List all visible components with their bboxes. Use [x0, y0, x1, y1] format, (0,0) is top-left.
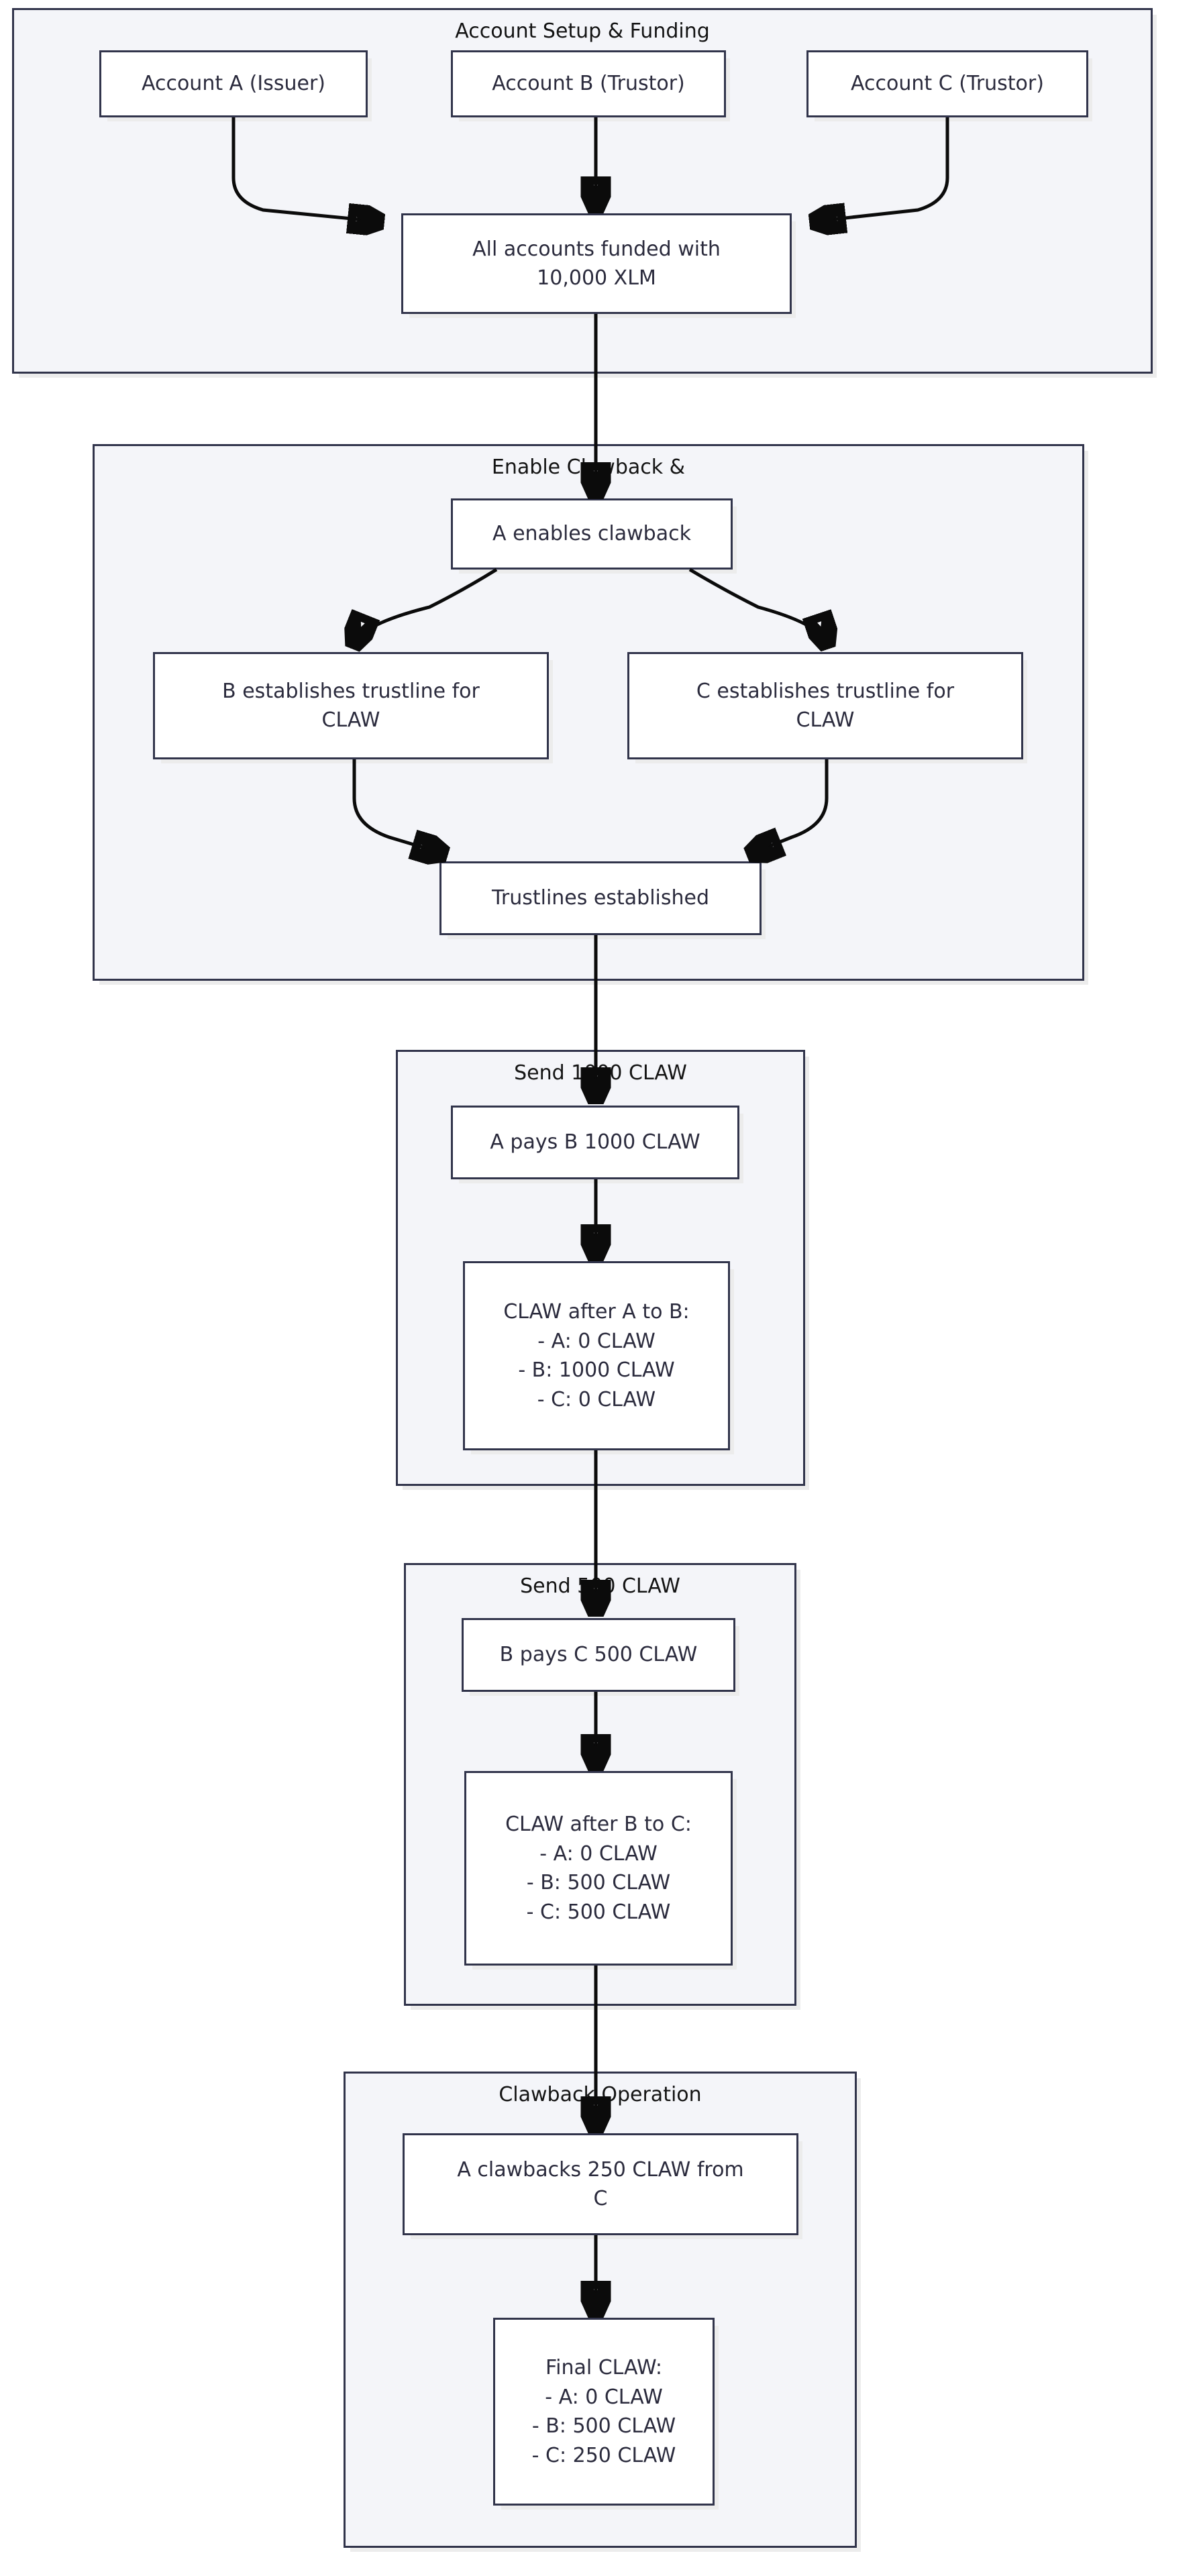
cluster-title-clawback-operation: Clawback Operation — [499, 2083, 702, 2106]
node-c-establishes-trustline[interactable]: C establishes trustline for CLAW — [627, 652, 1023, 759]
cluster-title-send-1000-claw: Send 1000 CLAW — [514, 1061, 687, 1085]
node-label-b-pays-c-500: B pays C 500 CLAW — [499, 1643, 698, 1667]
node-final-balances[interactable]: Final CLAW: - A: 0 CLAW - B: 500 CLAW - … — [493, 2318, 715, 2506]
node-label-account-a: Account A (Issuer) — [141, 72, 326, 96]
node-all-accounts-funded[interactable]: All accounts funded with 10,000 XLM — [401, 213, 792, 314]
node-balances-after-a-to-b[interactable]: CLAW after A to B: - A: 0 CLAW - B: 1000… — [463, 1261, 730, 1450]
node-label-all-accounts-funded: All accounts funded with 10,000 XLM — [472, 237, 721, 290]
node-label-a-enables-clawback: A enables clawback — [492, 522, 691, 546]
node-label-a-pays-b-1000: A pays B 1000 CLAW — [490, 1130, 700, 1155]
node-b-pays-c-500[interactable]: B pays C 500 CLAW — [462, 1618, 735, 1692]
node-a-enables-clawback[interactable]: A enables clawback — [451, 498, 733, 570]
node-label-balances-after-b-to-c: CLAW after B to C: - A: 0 CLAW - B: 500 … — [505, 1813, 692, 1924]
cluster-title-enable-clawback: Enable Clawback & — [491, 455, 686, 479]
node-label-account-c: Account C (Trustor) — [851, 72, 1044, 96]
node-label-final-balances: Final CLAW: - A: 0 CLAW - B: 500 CLAW - … — [531, 2356, 676, 2467]
node-account-a[interactable]: Account A (Issuer) — [99, 50, 368, 117]
node-account-b[interactable]: Account B (Trustor) — [451, 50, 726, 117]
node-b-establishes-trustline[interactable]: B establishes trustline for CLAW — [153, 652, 549, 759]
node-label-balances-after-a-to-b: CLAW after A to B: - A: 0 CLAW - B: 1000… — [503, 1300, 690, 1411]
node-label-b-establishes-trustline: B establishes trustline for CLAW — [222, 679, 480, 733]
node-balances-after-b-to-c[interactable]: CLAW after B to C: - A: 0 CLAW - B: 500 … — [464, 1771, 733, 1966]
cluster-title-account-setup: Account Setup & Funding — [455, 19, 710, 43]
node-label-account-b: Account B (Trustor) — [492, 72, 685, 96]
node-account-c[interactable]: Account C (Trustor) — [806, 50, 1088, 117]
node-label-trustlines-established: Trustlines established — [491, 886, 710, 910]
node-a-clawbacks-250[interactable]: A clawbacks 250 CLAW from C — [403, 2133, 798, 2235]
node-label-a-clawbacks-250: A clawbacks 250 CLAW from C — [457, 2157, 744, 2211]
node-label-c-establishes-trustline: C establishes trustline for CLAW — [696, 679, 955, 733]
node-trustlines-established[interactable]: Trustlines established — [439, 861, 762, 935]
node-a-pays-b-1000[interactable]: A pays B 1000 CLAW — [451, 1106, 739, 1179]
cluster-title-send-500-claw: Send 500 CLAW — [520, 1574, 680, 1598]
